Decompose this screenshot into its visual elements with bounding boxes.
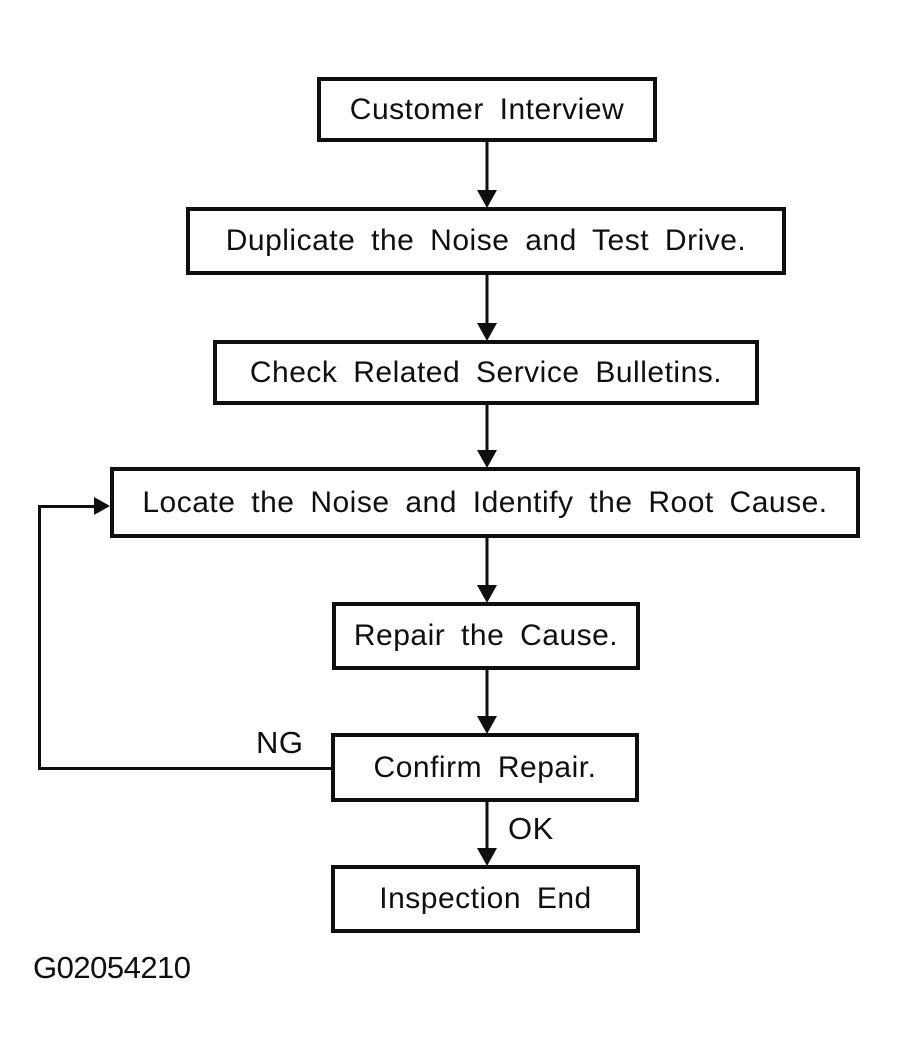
arrow-shaft (485, 669, 489, 722)
flow-node-label: Check Related Service Bulletins. (249, 355, 723, 389)
flow-node-label: Duplicate the Noise and Test Drive. (225, 224, 747, 257)
flow-node-label: Confirm Repair. (373, 750, 597, 784)
ng-loop-vertical-segment (38, 505, 41, 770)
arrow-repair-to-confirm (477, 669, 497, 734)
arrowhead-down-icon (477, 716, 497, 734)
ng-loop-bottom-segment (38, 767, 332, 770)
arrow-shaft (485, 537, 489, 591)
flow-node-repair-cause: Repair the Cause. (332, 602, 640, 670)
figure-caption: G02054210 (33, 950, 191, 985)
flow-node-label: Inspection End (379, 882, 592, 915)
arrow-confirm-to-end (477, 801, 497, 866)
arrow-shaft (485, 404, 489, 456)
flow-node-confirm-repair: Confirm Repair. (331, 733, 639, 802)
flow-node-customer-interview: Customer Interview (317, 77, 657, 142)
flow-node-inspection-end: Inspection End (331, 865, 640, 933)
arrow-customer-to-duplicate (477, 142, 497, 208)
arrowhead-down-icon (477, 585, 497, 603)
ok-edge-label: OK (508, 811, 554, 847)
flow-node-label: Locate the Noise and Identify the Root C… (142, 485, 828, 519)
arrow-check-to-locate (477, 404, 497, 468)
arrowhead-down-icon (477, 190, 497, 208)
flow-node-label: Customer Interview (349, 92, 625, 126)
arrow-shaft (485, 801, 489, 854)
arrow-locate-to-repair (477, 537, 497, 603)
flow-node-label: Repair the Cause. (353, 619, 619, 652)
arrowhead-down-icon (477, 323, 497, 341)
arrow-shaft (485, 142, 489, 196)
flow-node-locate-noise-root-cause: Locate the Noise and Identify the Root C… (110, 467, 860, 538)
arrowhead-down-icon (477, 450, 497, 468)
arrow-duplicate-to-check (477, 275, 497, 341)
ng-edge-label: NG (256, 725, 304, 761)
arrow-shaft (485, 275, 489, 329)
arrowhead-right-icon (94, 497, 110, 515)
ng-loop-top-segment (38, 505, 96, 508)
flow-node-check-service-bulletins: Check Related Service Bulletins. (213, 340, 759, 405)
flow-node-duplicate-noise-test-drive: Duplicate the Noise and Test Drive. (186, 207, 786, 275)
arrowhead-down-icon (477, 848, 497, 866)
